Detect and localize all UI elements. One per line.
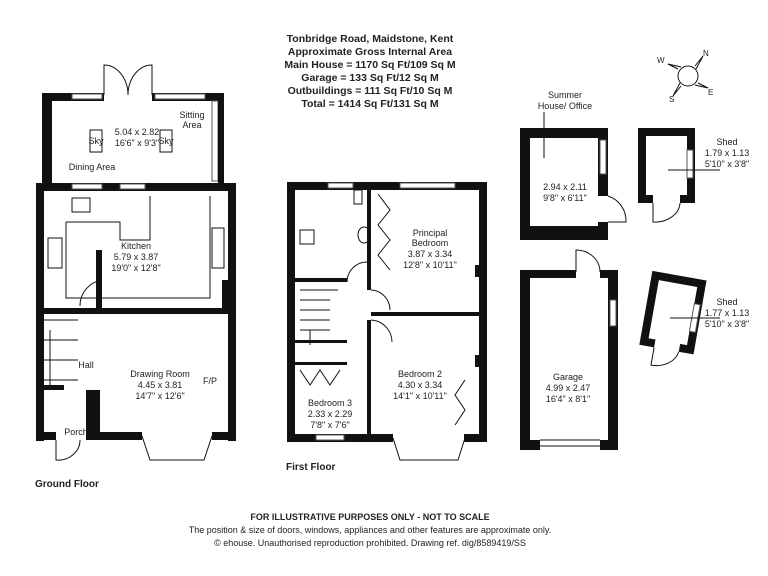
summer-house-label: Summer [548, 90, 582, 100]
drawing-room-dimensions-metric: 4.45 x 3.81 [138, 380, 183, 390]
compass-n: N [703, 49, 709, 58]
first-floor-title: First Floor [286, 462, 336, 473]
bedroom-2-dimensions-imperial: 14'1" x 10'11" [393, 391, 447, 401]
disclaimer: FOR ILLUSTRATIVE PURPOSES ONLY - NOT TO … [250, 512, 489, 522]
principal-bedroom-dimensions-metric: 3.87 x 3.34 [408, 249, 453, 259]
shed-1-dimensions-metric: 1.79 x 1.13 [705, 148, 750, 158]
dining-area-label: Dining Area [69, 162, 116, 172]
skylight-label: Sky [88, 136, 104, 146]
compass-icon: N E S W [657, 49, 713, 104]
approximation-note: The position & size of doors, windows, a… [189, 525, 552, 535]
garage-dimensions-imperial: 16'4" x 8'1" [546, 394, 590, 404]
shed-2-dimensions-metric: 1.77 x 1.13 [705, 308, 750, 318]
principal-bedroom-dimensions-imperial: 12'8" x 10'11" [403, 260, 457, 270]
skylight-label: Sky [158, 136, 174, 146]
main-house-area: Main House = 1170 Sq Ft/109 Sq M [284, 59, 456, 71]
subtitle: Approximate Gross Internal Area [288, 46, 452, 58]
footer: FOR ILLUSTRATIVE PURPOSES ONLY - NOT TO … [189, 512, 552, 548]
fireplace-label: F/P [203, 376, 217, 386]
bedroom-2-dimensions-metric: 4.30 x 3.34 [398, 380, 443, 390]
bedroom-3-dimensions-imperial: 7'8" x 7'6" [310, 420, 349, 430]
shed-2-plan: Shed 1.77 x 1.13 5'10" x 3'8" [639, 270, 750, 367]
compass-s: S [669, 95, 674, 104]
compass-w: W [657, 56, 665, 65]
header: Tonbridge Road, Maidstone, Kent Approxim… [284, 33, 456, 110]
bedroom-2-label: Bedroom 2 [398, 369, 442, 379]
sitting-area-label: Sitting [179, 110, 204, 120]
shed-2-dimensions-imperial: 5'10" x 3'8" [705, 319, 749, 329]
summer-house-plan: Summer House/ Office 2.94 x 2.11 9'8" x … [520, 90, 627, 240]
total-area: Total = 1414 Sq Ft/131 Sq M [301, 98, 438, 110]
garage-area: Garage = 133 Sq Ft/12 Sq M [301, 72, 439, 84]
shed-1-plan: Shed 1.79 x 1.13 5'10" x 3'8" [638, 128, 750, 223]
garage-plan: Garage 4.99 x 2.47 16'4" x 8'1" [520, 249, 618, 450]
sitting-area-label: Area [182, 120, 201, 130]
ground-floor-title: Ground Floor [35, 479, 99, 490]
drawing-room-dimensions-imperial: 14'7" x 12'6" [135, 391, 184, 401]
copyright: © ehouse. Unauthorised reproduction proh… [214, 538, 526, 548]
garage-label: Garage [553, 372, 583, 382]
shed-2-label: Shed [716, 297, 737, 307]
summer-house-dimensions-imperial: 9'8" x 6'11" [543, 193, 587, 203]
shed-1-label: Shed [716, 137, 737, 147]
kitchen-dimensions-imperial: 19'0" x 12'8" [111, 263, 160, 273]
garage-dimensions-metric: 4.99 x 2.47 [546, 383, 591, 393]
bedroom-3-label: Bedroom 3 [308, 398, 352, 408]
address: Tonbridge Road, Maidstone, Kent [287, 33, 454, 45]
bedroom-3-dimensions-metric: 2.33 x 2.29 [308, 409, 353, 419]
outbuildings-area: Outbuildings = 111 Sq Ft/10 Sq M [288, 85, 453, 97]
ground-floor-plan: 5.04 x 2.82 16'6" x 9'3" Sky Sky Sitting… [35, 64, 236, 490]
extension-dimensions-imperial: 16'6" x 9'3" [115, 138, 159, 148]
shed-1-dimensions-imperial: 5'10" x 3'8" [705, 159, 749, 169]
hall-label: Hall [78, 360, 94, 370]
kitchen-label: Kitchen [121, 241, 151, 251]
drawing-room-label: Drawing Room [130, 369, 190, 379]
summer-house-dimensions-metric: 2.94 x 2.11 [543, 182, 587, 192]
kitchen-dimensions-metric: 5.79 x 3.87 [114, 252, 159, 262]
first-floor-plan: Principal Bedroom 3.87 x 3.34 12'8" x 10… [286, 182, 487, 473]
porch-label: Porch [64, 427, 88, 437]
summer-house-label: House/ Office [538, 101, 592, 111]
principal-bedroom-label: Principal [413, 228, 448, 238]
compass-e: E [708, 88, 713, 97]
principal-bedroom-label: Bedroom [412, 238, 449, 248]
extension-dimensions-metric: 5.04 x 2.82 [115, 127, 160, 137]
